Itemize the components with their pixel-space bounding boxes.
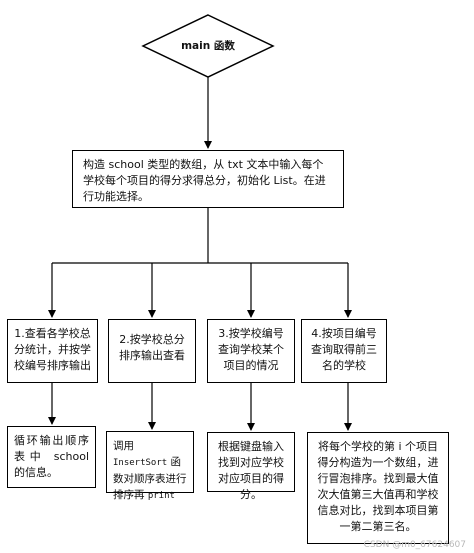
init-struct-box: 构造 school 类型的数组，从 txt 文本中输入每个学校每个项目的得分求得…	[72, 150, 344, 208]
result-2-function-print: print	[147, 491, 175, 501]
result-1-box: 循环输出顺序表中 school 的信息。	[7, 426, 96, 488]
result-4-text: 将每个学校的第 i 个项目得分构造为一个数组，进行冒泡排序。找到最大值次大值第三…	[317, 440, 439, 533]
option-1-box: 1.查看各学校总分统计，并按学校编号排序输出	[7, 319, 98, 383]
option-3-text: 3.按学校编号查询学校某个项目的情况	[218, 327, 284, 372]
option-4-text: 4.按项目编号查询取得前三名的学校	[311, 327, 377, 372]
option-2-box: 2.按学校总分排序输出查看	[108, 319, 196, 383]
result-3-box: 根据键盘输入找到对应学校对应项目的得分。	[207, 432, 295, 501]
result-2-prefix: 调用	[113, 440, 134, 452]
result-2-middle: 函数对顺序表进行排序再	[113, 456, 187, 501]
option-4-box: 4.按项目编号查询取得前三名的学校	[301, 319, 387, 383]
watermark: CSDN @m0_67624607	[363, 540, 466, 550]
option-3-box: 3.按学校编号查询学校某个项目的情况	[207, 319, 295, 383]
option-2-text: 2.按学校总分排序输出查看	[119, 333, 185, 362]
option-1-text: 1.查看各学校总分统计，并按学校编号排序输出	[14, 327, 91, 372]
main-function-label: main 函数	[181, 40, 235, 52]
result-1-text: 循环输出顺序表中 school 的信息。	[14, 434, 89, 479]
result-2-function-insertsort: InsertSort	[113, 458, 168, 468]
result-3-text: 根据键盘输入找到对应学校对应项目的得分。	[218, 440, 284, 501]
init-struct-text: 构造 school 类型的数组，从 txt 文本中输入每个学校每个项目的得分求得…	[83, 158, 326, 203]
result-4-box: 将每个学校的第 i 个项目得分构造为一个数组，进行冒泡排序。找到最大值次大值第三…	[307, 432, 449, 544]
result-2-box: 调用 InsertSort 函数对顺序表进行排序再 print	[106, 431, 194, 501]
